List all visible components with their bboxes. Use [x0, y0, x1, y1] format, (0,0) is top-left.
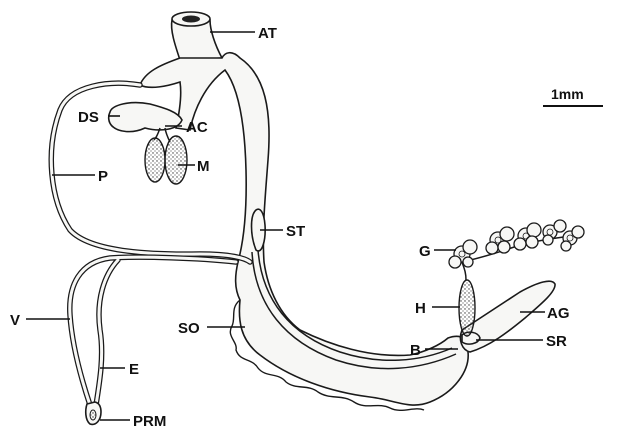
label-m: M [197, 158, 210, 175]
label-h: H [415, 300, 426, 317]
label-so: SO [178, 320, 200, 337]
label-at: AT [258, 25, 277, 42]
label-sr: SR [546, 333, 567, 350]
label-g: G [419, 243, 431, 260]
label-b: B [410, 342, 421, 359]
label-ds: DS [78, 109, 99, 126]
label-p: P [98, 168, 108, 185]
hermaphrodite-duct [459, 280, 475, 336]
gonad-rosettes [449, 220, 584, 268]
label-v: V [10, 312, 20, 329]
label-st: ST [286, 223, 305, 240]
ds-lobe [109, 103, 182, 132]
label-prm: PRM [133, 413, 166, 430]
m-gland-left [145, 138, 165, 182]
label-e: E [129, 361, 139, 378]
vas-deferens-loop [70, 257, 236, 405]
label-ag: AG [547, 305, 570, 322]
scale-bar-label: 1mm [551, 86, 584, 102]
m-gland-right [165, 136, 187, 184]
atrium-tube [172, 12, 222, 60]
label-ac: AC [186, 119, 208, 136]
